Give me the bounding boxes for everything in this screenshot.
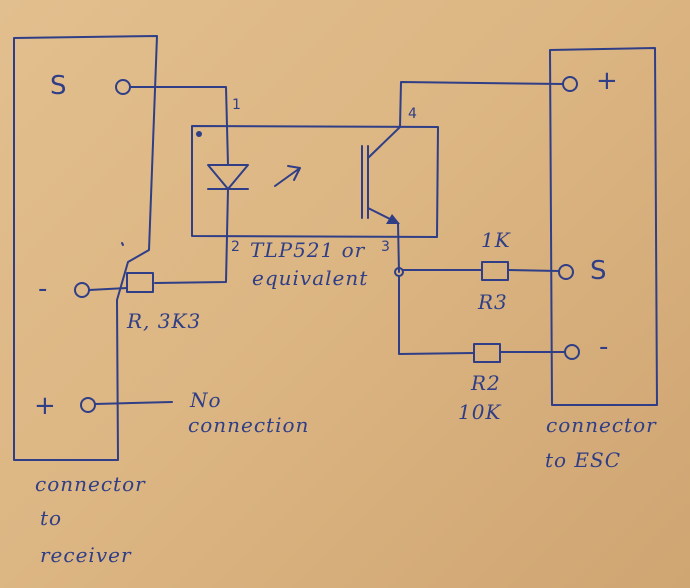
opto-pin-4: 4 — [408, 106, 417, 122]
wire-emitter-to-r2 — [398, 275, 475, 355]
opto-pin-2: 2 — [231, 239, 240, 255]
receiver-caption-line2: to — [40, 506, 63, 530]
esc-caption-line1: connector — [546, 413, 657, 437]
esc-plus-terminal — [562, 76, 578, 92]
esc-pin-s-label: S — [590, 256, 607, 286]
r3-resistor — [481, 261, 509, 281]
esc-pin-plus-label: + — [596, 66, 618, 96]
r2-label: R2 — [471, 371, 501, 395]
esc-caption-line2: to ESC — [545, 448, 622, 472]
receiver-minus-terminal — [74, 282, 90, 298]
receiver-caption-line1: connector — [35, 472, 146, 496]
pin1-marker-dot — [196, 131, 202, 137]
receiver-plus-terminal — [80, 397, 96, 413]
opto-pin-3: 3 — [381, 239, 390, 255]
opto-part-equivalent: equivalent — [252, 266, 369, 290]
r1-label: R, 3K3 — [127, 309, 202, 333]
phototransistor-emitter-arrow — [386, 214, 400, 224]
r3-label: R3 — [478, 290, 508, 314]
led-diode-symbol — [207, 164, 249, 190]
light-emission-arrow — [274, 165, 301, 187]
no-connection-stub — [94, 401, 173, 405]
phototransistor-collector-lead — [367, 81, 564, 159]
wire-r3-to-esc-signal — [507, 269, 560, 272]
receiver-pin-minus-label: - — [38, 274, 48, 304]
esc-minus-terminal — [564, 344, 580, 360]
esc-pin-minus-label: - — [599, 332, 609, 362]
r2-value: 10K — [458, 400, 502, 424]
receiver-pin-s-label: S — [50, 71, 67, 101]
no-connection-line2: connection — [188, 413, 310, 437]
pin3-dot — [121, 242, 124, 246]
esc-connector-body — [549, 47, 658, 406]
r2-resistor — [473, 343, 501, 363]
opto-part-number: TLP521 or — [250, 238, 366, 262]
receiver-caption-line3: receiver — [40, 543, 132, 567]
opto-pin-1: 1 — [232, 97, 241, 113]
phototransistor-base-bar — [361, 145, 369, 219]
receiver-pin-plus-label: + — [34, 391, 56, 421]
optocoupler-package — [191, 125, 439, 238]
receiver-connector-body — [13, 35, 158, 461]
r1-resistor — [126, 272, 154, 293]
wire-signal-to-pin1 — [129, 86, 229, 166]
receiver-signal-terminal — [115, 79, 131, 95]
no-connection-line1: No — [190, 388, 222, 412]
wire-minus-to-r1 — [88, 287, 128, 291]
wire-led-to-r1 — [154, 188, 229, 284]
r3-value: 1K — [481, 228, 511, 252]
esc-signal-terminal — [558, 264, 574, 280]
